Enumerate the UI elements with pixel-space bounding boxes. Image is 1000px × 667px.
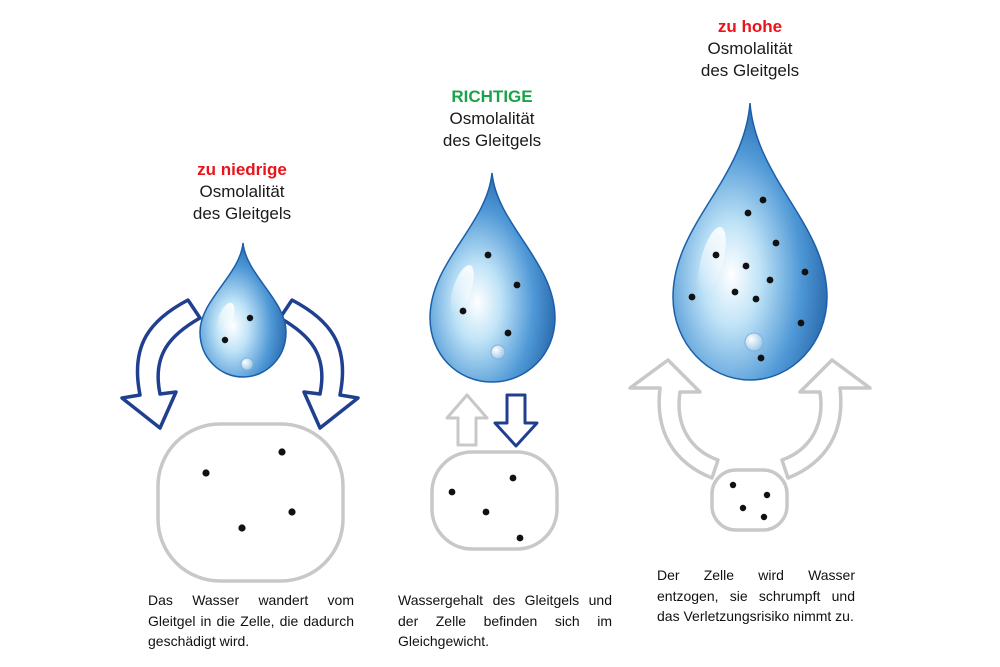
panel-high	[628, 102, 872, 532]
heading-line-gel: des Gleitgels	[700, 61, 800, 80]
caption-correct: Wassergehalt des Gleitgels und der Zelle…	[398, 592, 612, 649]
curved-arrow-right-icon	[278, 298, 360, 430]
cell-particles	[202, 448, 296, 532]
solute-particles	[221, 314, 254, 344]
heading-line-gel: des Gleitgels	[192, 204, 292, 223]
cell-icon	[156, 422, 345, 583]
heading-correct: RICHTIGE Osmolalität des Gleitgels	[410, 86, 574, 152]
cell-icon	[430, 450, 559, 551]
caption-high: Der Zelle wird Wasser entzogen, sie schr…	[657, 567, 855, 624]
heading-line-osmolality: Osmolalität	[449, 109, 535, 128]
water-drop-icon	[672, 102, 828, 381]
solute-particles	[688, 196, 809, 362]
heading-low: zu niedrige Osmolalität des Gleitgels	[160, 159, 324, 225]
curved-arrow-left-icon	[628, 358, 720, 480]
curved-arrow-left-icon	[120, 298, 202, 430]
qualifier-high: zu hohe	[717, 17, 783, 36]
qualifier-correct: RICHTIGE	[451, 87, 533, 106]
solute-particles	[459, 251, 521, 337]
heading-line-gel: des Gleitgels	[442, 131, 542, 150]
heading-line-osmolality: Osmolalität	[199, 182, 285, 201]
heading-line-osmolality: Osmolalität	[707, 39, 793, 58]
down-arrow-icon	[493, 393, 539, 448]
caption-low: Das Wasser wandert vom Gleitgel in die Z…	[148, 592, 354, 649]
water-drop-icon	[199, 242, 287, 378]
cell-particles	[729, 481, 771, 521]
up-arrow-icon	[445, 393, 489, 447]
cell-icon	[710, 468, 789, 532]
water-drop-icon	[429, 172, 556, 383]
curved-arrow-right-icon	[780, 358, 872, 480]
panel-correct	[429, 172, 559, 551]
cell-particles	[448, 474, 524, 542]
qualifier-low: zu niedrige	[197, 160, 287, 179]
panel-low	[120, 242, 360, 583]
heading-high: zu hohe Osmolalität des Gleitgels	[668, 16, 832, 82]
